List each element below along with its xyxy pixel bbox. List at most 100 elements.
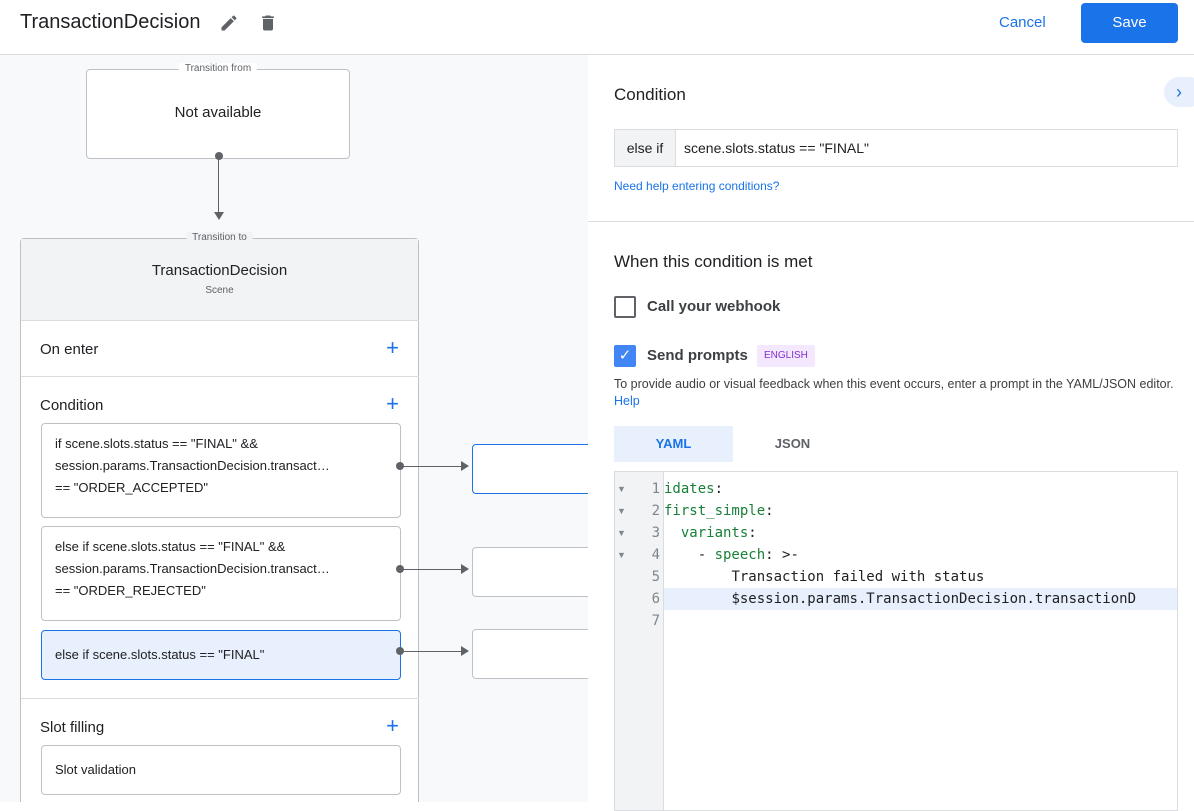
on-enter-label: On enter (40, 341, 99, 358)
condition-panel: › Condition else if scene.slots.status =… (588, 55, 1194, 811)
transition-target-card[interactable] (472, 444, 588, 494)
code-line: 5 Transaction failed with status (615, 566, 1177, 588)
code-value: $session.params.TransactionDecision.tran… (731, 591, 1137, 607)
arrow-head (461, 564, 469, 574)
condition-section: Condition + if scene.slots.status == "FI… (21, 376, 419, 698)
arrow-head (461, 461, 469, 471)
condition-text: == "ORDER_ACCEPTED" (55, 480, 208, 495)
connector-dot (215, 152, 223, 160)
condition-text: else if scene.slots.status == "FINAL" (55, 647, 265, 662)
code-text: idates: (664, 478, 1177, 500)
scene-name: TransactionDecision (151, 262, 288, 279)
tab-json[interactable]: JSON (774, 436, 811, 451)
save-button[interactable]: Save (1081, 3, 1178, 43)
collapse-panel-chevron-icon[interactable]: › (1164, 77, 1194, 107)
condition-text: == "ORDER_REJECTED" (55, 583, 206, 598)
line-number: 2 (651, 503, 660, 519)
code-value: Transaction failed with status (731, 569, 985, 585)
code-indent (664, 569, 731, 585)
tab-yaml[interactable]: YAML (614, 426, 733, 462)
transition-target-card[interactable] (472, 629, 588, 679)
code-value: : (714, 481, 724, 497)
code-line: ▼ 3 variants: (615, 522, 1177, 544)
code-text: variants: (664, 522, 1177, 544)
code-value: : >- (765, 547, 799, 563)
condition-item-selected[interactable]: else if scene.slots.status == "FINAL" (41, 630, 401, 680)
add-on-enter-icon[interactable]: + (386, 335, 399, 360)
condition-item[interactable]: if scene.slots.status == "FINAL" && sess… (41, 423, 401, 518)
code-key: speech (714, 547, 766, 563)
code-key: variants (680, 525, 749, 541)
condition-text: if scene.slots.status == "FINAL" && (55, 436, 258, 451)
slot-filling-section: Slot filling + Slot validation (21, 698, 419, 802)
connector-line (400, 569, 462, 570)
edit-icon[interactable] (219, 13, 239, 33)
code-key: idates (664, 481, 715, 497)
scene-header[interactable]: Transition to TransactionDecision Scene (21, 232, 418, 321)
condition-input[interactable]: scene.slots.status == "FINAL" (684, 140, 870, 156)
transition-from-card[interactable]: Transition from Not available (86, 63, 350, 159)
line-number: 3 (651, 525, 660, 541)
scene-type: Scene (205, 285, 234, 296)
add-condition-icon[interactable]: + (386, 391, 399, 416)
webhook-checkbox[interactable] (614, 296, 636, 318)
cancel-button[interactable]: Cancel (999, 14, 1046, 31)
condition-field: else if scene.slots.status == "FINAL" (614, 129, 1178, 167)
condition-text: else if scene.slots.status == "FINAL" && (55, 539, 286, 554)
condition-text: session.params.TransactionDecision.trans… (55, 561, 330, 576)
arrow-head (461, 646, 469, 656)
line-number: 7 (651, 613, 660, 629)
condition-label: Condition (40, 397, 104, 414)
line-number: 4 (651, 547, 660, 563)
code-text: $session.params.TransactionDecision.tran… (664, 588, 1177, 610)
transition-to-legend: Transition to (186, 232, 253, 243)
prompts-label: Send prompts (647, 347, 748, 364)
transition-target-card[interactable] (472, 547, 588, 597)
help-link[interactable]: Help (614, 394, 640, 408)
transition-from-value: Not available (174, 104, 262, 121)
on-enter-section[interactable]: On enter + (21, 320, 419, 376)
prompts-checkbox[interactable]: ✓ (614, 345, 636, 367)
connector-line (218, 159, 219, 213)
fold-arrow-icon[interactable]: ▼ (617, 506, 626, 516)
fold-arrow-icon[interactable]: ▼ (617, 550, 626, 560)
condition-text: session.params.TransactionDecision.trans… (55, 458, 330, 473)
fold-arrow-icon[interactable]: ▼ (617, 484, 626, 494)
fold-arrow-icon[interactable]: ▼ (617, 528, 626, 538)
webhook-label: Call your webhook (647, 298, 781, 315)
condition-item[interactable]: else if scene.slots.status == "FINAL" &&… (41, 526, 401, 621)
code-line: ▼4 - speech: >- (615, 544, 1177, 566)
prompt-description: To provide audio or visual feedback when… (614, 376, 1174, 410)
line-number: 6 (651, 591, 660, 607)
code-line: 6 $session.params.TransactionDecision.tr… (615, 588, 1177, 610)
code-text: first_simple: (664, 500, 1177, 522)
connector-line (400, 651, 462, 652)
scene-card: Transition to TransactionDecision Scene … (20, 232, 419, 802)
slot-filling-label: Slot filling (40, 719, 105, 736)
connector-line (400, 466, 462, 467)
slot-validation-item[interactable]: Slot validation (41, 745, 401, 795)
header: TransactionDecision Cancel Save (0, 0, 1194, 55)
condition-title: Condition (614, 85, 686, 104)
flow-canvas: Transition from Not available Transition… (0, 55, 588, 802)
delete-icon[interactable] (258, 12, 278, 34)
help-conditions-link[interactable]: Need help entering conditions? (614, 179, 780, 193)
line-number: 1 (651, 481, 660, 497)
slot-validation-label: Slot validation (55, 762, 136, 777)
condition-prefix: else if (615, 130, 676, 166)
editor-gutter (615, 472, 664, 810)
transition-from-legend: Transition from (178, 63, 258, 74)
add-slot-icon[interactable]: + (386, 713, 399, 738)
code-text: Transaction failed with status (664, 566, 1177, 588)
arrow-head (214, 212, 224, 220)
met-title: When this condition is met (614, 252, 813, 271)
code-value: : (765, 503, 774, 519)
code-text (664, 610, 1177, 632)
code-key: first_simple (664, 503, 766, 519)
code-value: : (748, 525, 757, 541)
page-title: TransactionDecision (20, 11, 201, 33)
code-line: 7 (615, 610, 1177, 632)
